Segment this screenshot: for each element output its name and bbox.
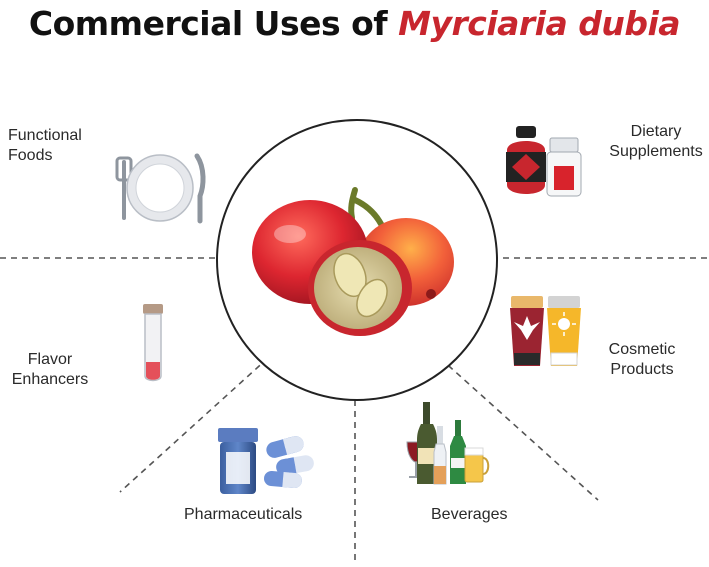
divider-lower-left <box>119 357 269 493</box>
dietary-supplements-line1: Dietary <box>630 123 682 140</box>
test-tube-icon <box>143 304 163 382</box>
cosmetic-products-line1: Cosmetic <box>608 341 676 358</box>
divider-lower-right <box>439 357 599 501</box>
dashed-dividers <box>0 257 709 560</box>
cosmetic-products-line2: Products <box>610 361 674 378</box>
label-flavor-enhancers: Flavor Enhancers <box>8 350 92 390</box>
camu-camu-fruit-icon <box>252 187 454 336</box>
functional-foods-line1: Functional <box>8 127 82 144</box>
label-dietary-supplements: Dietary Supplements <box>606 122 706 162</box>
supplement-bottles-icon <box>506 126 582 197</box>
dietary-supplements-line2: Supplements <box>609 143 703 160</box>
diagram-title: Commercial Uses of Myrciaria dubia <box>0 4 709 43</box>
cosmetic-tubes-icon <box>510 296 581 366</box>
label-beverages: Beverages <box>431 506 508 523</box>
label-pharmaceuticals: Pharmaceuticals <box>184 506 303 523</box>
label-functional-foods: Functional Foods <box>8 126 82 166</box>
title-prefix: Commercial Uses of <box>28 4 399 43</box>
flavor-enhancers-line2: Enhancers <box>11 371 89 388</box>
label-cosmetic-products: Cosmetic Products <box>596 340 688 380</box>
functional-foods-line2: Foods <box>8 147 53 164</box>
plate-cutlery-icon <box>115 153 206 224</box>
pills-bottle-icon <box>218 428 314 494</box>
drink-bottles-icon <box>406 402 490 485</box>
flavor-enhancers-line1: Flavor <box>27 351 73 368</box>
title-species: Myrciaria dubia <box>398 4 681 43</box>
